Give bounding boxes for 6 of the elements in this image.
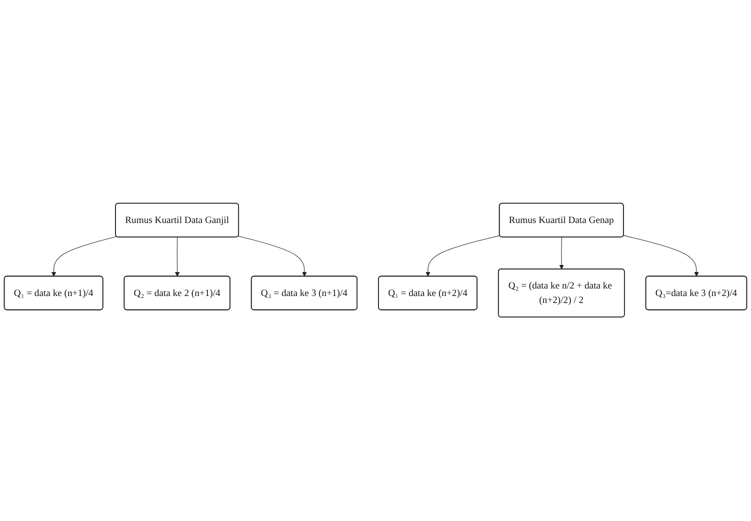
- arrow: [238, 236, 307, 277]
- arrow: [51, 236, 117, 277]
- arrow: [559, 237, 564, 270]
- arrow: [426, 236, 500, 277]
- arrow: [623, 236, 699, 277]
- arrow: [174, 237, 180, 277]
